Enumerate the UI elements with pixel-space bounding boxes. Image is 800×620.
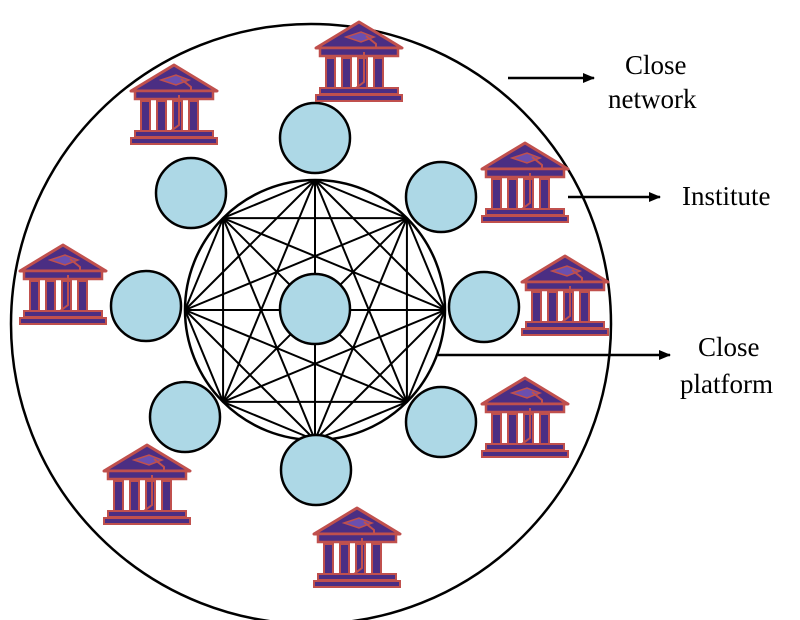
platform-node [109,269,183,343]
mesh-link [406,217,446,311]
mesh-link [222,217,316,441]
institute-building-icon [102,443,192,526]
mesh-link [314,179,408,219]
platform-node [278,101,352,175]
close-platform-label-line2: platform [680,369,773,399]
mesh-link [184,309,408,403]
close-network-label-line1: Close [625,50,687,80]
institute-label: Institute [682,181,771,211]
institute-building-icon [480,141,570,224]
mesh-link [222,217,446,311]
mesh-link [184,309,316,441]
mesh-link [184,309,224,403]
institute-building-icon [312,506,402,589]
mesh-link [314,217,408,441]
mesh-link [222,309,446,403]
mesh-link [184,217,224,311]
institute-building-icon [18,243,108,326]
platform-node [447,270,521,344]
close-network-label-line2: network [608,84,697,114]
platform-node [404,160,478,234]
close-platform-label-line1: Close [698,332,760,362]
platform-node [279,433,353,507]
mesh-link [222,179,316,403]
platform-node [154,156,228,230]
platform-node [148,380,222,454]
platform-node [404,385,478,459]
platform-nodes [109,101,521,507]
institute-building-icon [480,376,570,459]
mesh-link [406,309,446,403]
mesh-link [314,401,408,441]
mesh-link [222,401,316,441]
mesh-link [314,179,408,403]
mesh-link [184,217,408,311]
institute-building-icon [129,63,219,146]
mesh-link [222,179,316,219]
close-network-boundary [9,22,613,620]
center-node [278,272,352,346]
platform-mesh-connections [184,179,446,441]
institute-building-icon [520,254,610,337]
